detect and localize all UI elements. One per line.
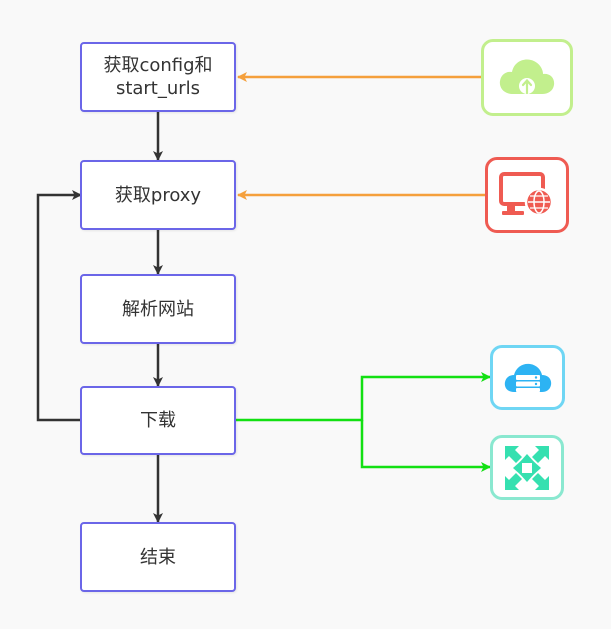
node-parse-site-label: 解析网站 (122, 298, 194, 320)
node-end-label: 结束 (140, 546, 176, 568)
expand-arrows-icon (505, 445, 549, 490)
edge-download-to-storage (236, 372, 491, 422)
cloud-upload-icon (499, 59, 555, 94)
expand-arrows-tile[interactable] (490, 435, 564, 500)
node-end[interactable]: 结束 (80, 522, 236, 592)
monitor-globe-tile[interactable] (485, 157, 569, 233)
node-get-config[interactable]: 获取config和 start_urls (80, 42, 236, 112)
node-get-proxy-label: 获取proxy (114, 184, 202, 206)
edge-download-to-expand (360, 420, 491, 472)
edge-download-loop-to-proxy (36, 190, 82, 422)
cloud-upload-tile[interactable] (481, 39, 573, 116)
node-download-label: 下载 (140, 410, 176, 431)
node-parse-site[interactable]: 解析网站 (80, 274, 236, 344)
cloud-server-icon (504, 363, 551, 392)
node-get-config-label: 获取config和 start_urls (103, 55, 213, 99)
node-get-proxy[interactable]: 获取proxy (80, 160, 236, 230)
cloud-server-tile[interactable] (490, 345, 565, 410)
monitor-globe-icon (499, 172, 554, 217)
node-download[interactable]: 下载 (80, 386, 236, 455)
